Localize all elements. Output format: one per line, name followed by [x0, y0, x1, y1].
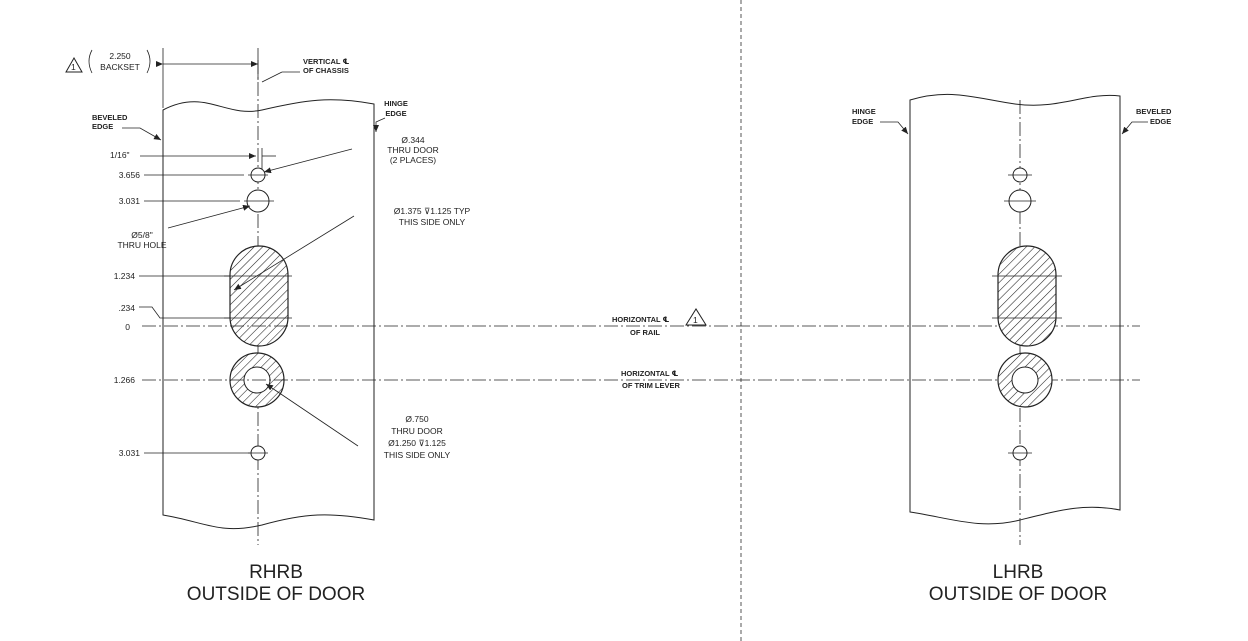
right-trim-hole — [997, 352, 1053, 408]
svg-text:Ø1.375 ⊽1.125 TYP: Ø1.375 ⊽1.125 TYP — [394, 206, 471, 216]
svg-text:BEVELED: BEVELED — [92, 113, 128, 122]
callout-slot: Ø1.375 ⊽1.125 TYP THIS SIDE ONLY — [233, 206, 471, 291]
left-door-outline — [162, 99, 375, 530]
svg-text:OF TRIM LEVER: OF TRIM LEVER — [622, 381, 681, 390]
svg-text:1/16": 1/16" — [110, 150, 130, 160]
svg-text:EDGE: EDGE — [1150, 117, 1171, 126]
svg-text:Ø.750: Ø.750 — [405, 414, 428, 424]
svg-text:THIS SIDE ONLY: THIS SIDE ONLY — [399, 217, 466, 227]
left-hole-344 — [248, 167, 268, 183]
svg-text:1.266: 1.266 — [114, 375, 136, 385]
svg-text:3.656: 3.656 — [119, 170, 141, 180]
svg-text:0: 0 — [125, 322, 130, 332]
left-view-subtitle: OUTSIDE OF DOOR — [187, 584, 365, 605]
left-view: 1 2.250 BACKSET VERTICAL ℄ OF CHASSIS HI… — [65, 48, 471, 605]
svg-text:THRU DOOR: THRU DOOR — [391, 426, 442, 436]
left-hinge-edge-label: HINGE EDGE — [373, 99, 408, 132]
callout-5-8: Ø5/8" THRU HOLE — [117, 204, 251, 250]
backset-dimension: 1 2.250 BACKSET — [65, 48, 259, 108]
svg-text:THRU DOOR: THRU DOOR — [387, 145, 438, 155]
horizontal-trim-label: HORIZONTAL ℄ OF TRIM LEVER — [621, 369, 681, 390]
svg-text:OF RAIL: OF RAIL — [630, 328, 660, 337]
right-hole-top — [1008, 167, 1032, 183]
left-view-title: RHRB — [249, 562, 303, 583]
svg-text:3.031: 3.031 — [119, 196, 141, 206]
svg-text:HINGE: HINGE — [384, 99, 408, 108]
svg-text:(2 PLACES): (2 PLACES) — [390, 155, 436, 165]
svg-text:Ø1.250 ⊽1.125: Ø1.250 ⊽1.125 — [388, 438, 446, 448]
svg-text:EDGE: EDGE — [385, 109, 406, 118]
right-hole-5-8 — [1004, 189, 1036, 213]
left-hole-bottom — [248, 445, 268, 461]
right-view-subtitle: OUTSIDE OF DOOR — [929, 584, 1107, 605]
backset-value: 2.250 — [109, 51, 131, 61]
right-hole-bottom — [1008, 445, 1032, 461]
callout-344: Ø.344 THRU DOOR (2 PLACES) — [263, 135, 439, 174]
svg-text:3.031: 3.031 — [119, 448, 141, 458]
svg-text:HINGE: HINGE — [852, 107, 876, 116]
svg-text:THRU HOLE: THRU HOLE — [117, 240, 166, 250]
svg-text:1: 1 — [693, 315, 698, 325]
right-hinge-edge-label: HINGE EDGE — [852, 107, 909, 135]
svg-text:BEVELED: BEVELED — [1136, 107, 1172, 116]
svg-text:HORIZONTAL ℄: HORIZONTAL ℄ — [612, 315, 670, 324]
horizontal-rail-label: HORIZONTAL ℄ OF RAIL 1 — [612, 308, 707, 337]
right-door-outline — [909, 93, 1121, 525]
svg-text:THIS SIDE ONLY: THIS SIDE ONLY — [384, 450, 451, 460]
vertical-cl-label: VERTICAL ℄ OF CHASSIS — [261, 57, 349, 83]
svg-text:HORIZONTAL ℄: HORIZONTAL ℄ — [621, 369, 679, 378]
svg-text:VERTICAL ℄: VERTICAL ℄ — [303, 57, 349, 66]
svg-text:EDGE: EDGE — [92, 122, 113, 131]
left-beveled-edge-label: BEVELED EDGE — [92, 113, 162, 141]
svg-text:1.234: 1.234 — [114, 271, 136, 281]
revision-triangle — [65, 56, 83, 73]
svg-text:Ø5/8": Ø5/8" — [131, 230, 152, 240]
left-slot-hatched — [229, 245, 289, 347]
backset-label: BACKSET — [100, 62, 140, 72]
callout-750: Ø.750 THRU DOOR Ø1.250 ⊽1.125 THIS SIDE … — [265, 383, 451, 460]
svg-text:EDGE: EDGE — [852, 117, 873, 126]
right-beveled-edge-label: BEVELED EDGE — [1121, 107, 1172, 135]
left-hole-5-8 — [244, 189, 274, 213]
right-view-title: LHRB — [993, 562, 1044, 583]
svg-text:.234: .234 — [118, 303, 135, 313]
right-slot-hatched — [997, 245, 1057, 347]
revision-mark: 1 — [71, 62, 76, 72]
svg-text:Ø.344: Ø.344 — [401, 135, 424, 145]
right-view: HINGE EDGE BEVELED EDGE LHRB OUT — [852, 93, 1172, 605]
left-ordinate-dims: 3.656 3.031 1.234 .234 0 1.266 3.031 — [114, 170, 250, 458]
svg-text:OF CHASSIS: OF CHASSIS — [303, 66, 349, 75]
